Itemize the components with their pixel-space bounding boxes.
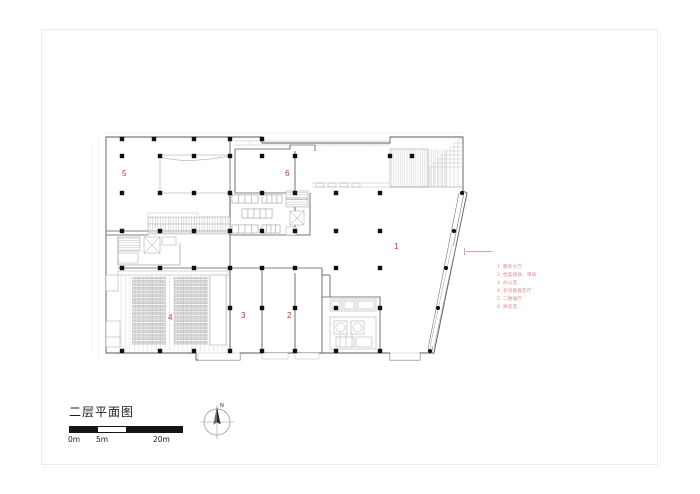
legend-number-2: 2 [497,273,501,279]
south-service-core [329,298,377,350]
scale-bar-labels: 0m 5m 20m [68,435,187,446]
legend-label-4: 多功能报告厅 [503,289,532,295]
scale-label-mid: 5m [96,435,109,444]
legend-label-2: 档案接收、审核 [503,273,537,279]
room-number-6: 6 [285,169,290,178]
legend-number-5: 5 [497,297,501,303]
legend-item-4: 4 多功能报告厅 [497,288,537,296]
scale-label-end: 20m [153,435,170,444]
auditorium [105,270,229,351]
page-title: 二层平面图 [69,405,135,419]
scale-bar-segment-1 [70,427,98,432]
legend-number-6: 6 [497,305,501,311]
room-number-2: 2 [287,311,292,320]
legend-number-3: 3 [497,281,501,287]
legend-leader-line [466,251,492,252]
legend-item-3: 3 办公室 [497,280,537,288]
legend-label-5: 二楼展厅 [503,297,523,303]
title-block: 二层平面图 0m 5m 20m [68,403,187,446]
scale-bar-segment-2 [98,427,126,432]
legend-label-1: 服务大厅 [503,265,523,270]
legend-number-1: 1 [497,265,501,270]
legend-item-5: 5 二楼展厅 [497,296,537,304]
scale-bar-segment-3 [126,427,182,432]
legend-item-6: 6 休息室 [497,304,537,312]
floor-plan-drawing [90,125,475,380]
legend: 1 服务大厅 2 档案接收、审核 3 办公室 4 多功能报告厅 5 二楼展厅 6… [497,264,537,313]
scale-bar [69,426,183,433]
compass-north-label: N [220,403,224,409]
legend-number-4: 4 [497,289,501,295]
east-diagonal-facade [427,192,465,352]
south-entry [197,352,421,361]
stepped-terrace [389,138,463,188]
west-service-core [117,236,181,266]
legend-item-2: 2 档案接收、审核 [497,272,537,280]
legend-leader-tick [464,248,465,255]
room-number-4: 4 [168,313,173,322]
north-arrow-icon: N [196,396,238,440]
legend-item-1: 1 服务大厅 [497,264,537,272]
legend-label-6: 休息室 [503,305,518,311]
room-number-3: 3 [241,311,246,320]
scale-label-start: 0m [68,435,81,444]
north-service-core [231,190,309,236]
room-number-5: 5 [122,169,127,178]
legend-label-3: 办公室 [503,281,518,287]
room-number-1: 1 [394,242,399,251]
grand-stair [147,212,231,235]
